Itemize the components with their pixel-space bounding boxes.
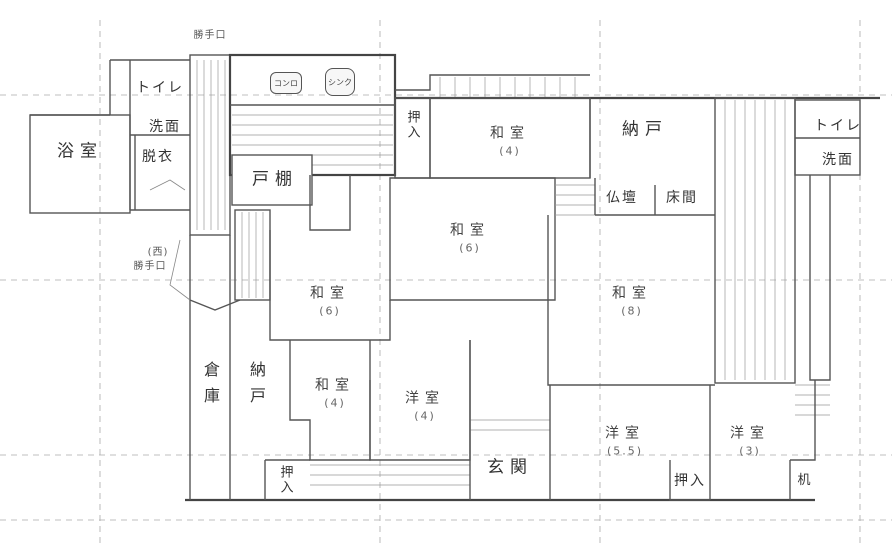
room-washitsu-4-north: 和室 (4) xyxy=(490,123,530,158)
stairs-west xyxy=(234,209,271,301)
room-genkan: 玄関 xyxy=(487,457,533,478)
room-butsudan: 仏壇 xyxy=(606,190,638,206)
west-door-label: 勝手口 xyxy=(133,261,167,272)
stove-label: コンロ xyxy=(274,78,298,88)
room-name: 和室 xyxy=(450,222,490,239)
room-oshiire-southeast: 押入 xyxy=(674,473,706,489)
south-walls xyxy=(185,300,816,502)
room-washitsu-8: 和室 (8) xyxy=(612,283,652,318)
bath-area-walls xyxy=(29,59,190,214)
room-tokonoma: 床間 xyxy=(666,190,698,206)
room-size: (4) xyxy=(414,409,436,423)
room-size: (4) xyxy=(324,396,346,410)
room-size: (8) xyxy=(621,304,643,318)
room-youshitsu-5-5: 洋室 (5.5) xyxy=(605,423,645,458)
room-youshitsu-3: 洋室 (3) xyxy=(730,423,770,458)
room-size: (4) xyxy=(499,144,521,158)
room-desk: 机 xyxy=(794,472,810,488)
room-washbasin-west: 洗面 xyxy=(149,119,181,135)
room-washitsu-6-west: 和室 (6) xyxy=(310,283,350,318)
room-nando-south: 納戸 xyxy=(247,361,266,413)
grid-lines xyxy=(0,20,892,544)
room-name: 和室 xyxy=(315,377,355,394)
stove-icon: コンロ xyxy=(270,72,302,94)
room-cupboard: 戸棚 xyxy=(252,169,298,190)
room-storehouse: 倉庫 xyxy=(201,361,220,413)
kitchen-door-label: 勝手口 xyxy=(193,30,227,41)
room-name: 和室 xyxy=(490,125,530,142)
room-name: 和室 xyxy=(612,285,652,302)
room-washitsu-6-center: 和室 (6) xyxy=(450,220,490,255)
room-toilet-west: トイレ xyxy=(136,80,184,96)
sink-icon: シンク xyxy=(325,68,355,96)
west-door-note: (西) xyxy=(147,247,169,258)
room-oshiire-north: 押入 xyxy=(404,110,420,140)
room-youshitsu-4: 洋室 (4) xyxy=(405,388,445,423)
room-name: 洋室 xyxy=(730,425,770,442)
room-size: (3) xyxy=(739,444,761,458)
room-size: (6) xyxy=(459,241,481,255)
room-washitsu-4-south: 和室 (4) xyxy=(315,375,355,410)
room-name: 和室 xyxy=(310,285,350,302)
room-size: (5.5) xyxy=(606,444,644,458)
east-corridor xyxy=(714,97,861,416)
room-toilet-east: トイレ xyxy=(814,118,862,134)
kitchen xyxy=(228,53,590,206)
room-name: 洋室 xyxy=(605,425,645,442)
room-size: (6) xyxy=(319,304,341,318)
central-walls xyxy=(269,96,880,386)
room-nando-north: 納戸 xyxy=(622,119,668,140)
room-dressing: 脱衣 xyxy=(142,149,174,165)
room-washbasin-east: 洗面 xyxy=(822,152,854,168)
room-name: 洋室 xyxy=(405,390,445,407)
sink-label: シンク xyxy=(328,77,352,87)
room-bath: 浴室 xyxy=(57,141,103,162)
room-oshiire-south: 押入 xyxy=(277,465,293,495)
